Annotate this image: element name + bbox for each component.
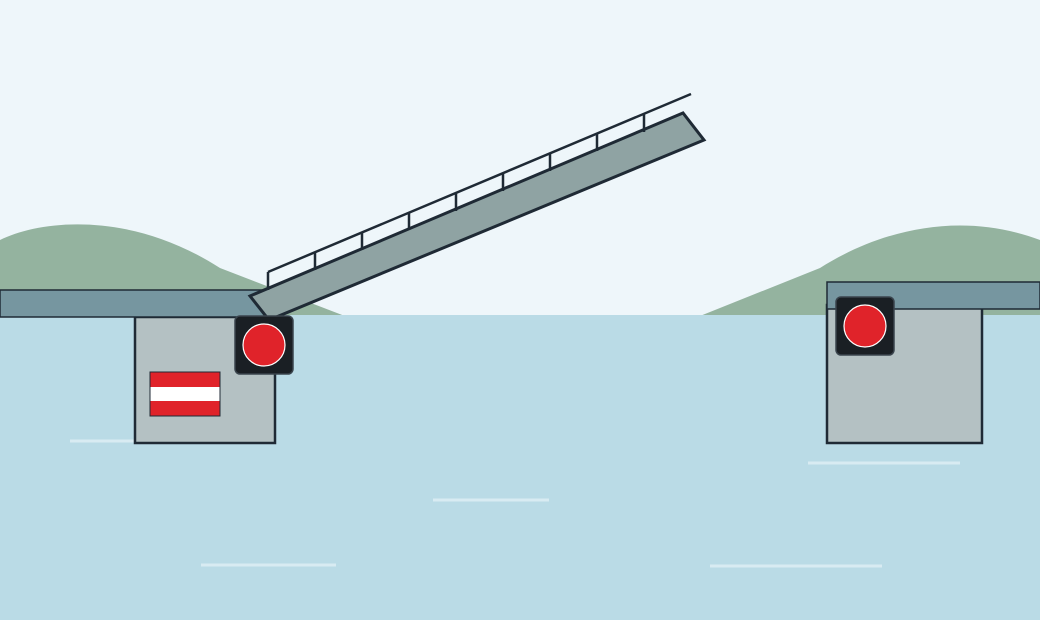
red-light-icon — [242, 323, 286, 367]
bascule-railing — [266, 92, 692, 290]
water-ripples — [70, 439, 960, 568]
red-white-red-marker-icon — [149, 371, 221, 417]
left-traffic-signal — [234, 315, 294, 375]
left-road-deck — [0, 289, 269, 318]
railing-top-rail — [267, 92, 692, 274]
marker-red-top — [150, 372, 220, 387]
marker-border — [149, 371, 221, 417]
marker-white-middle — [150, 387, 220, 401]
red-light-icon — [843, 304, 887, 348]
marker-red-bottom — [150, 401, 220, 416]
right-traffic-signal — [835, 296, 895, 356]
bascule-leaf — [247, 111, 707, 322]
